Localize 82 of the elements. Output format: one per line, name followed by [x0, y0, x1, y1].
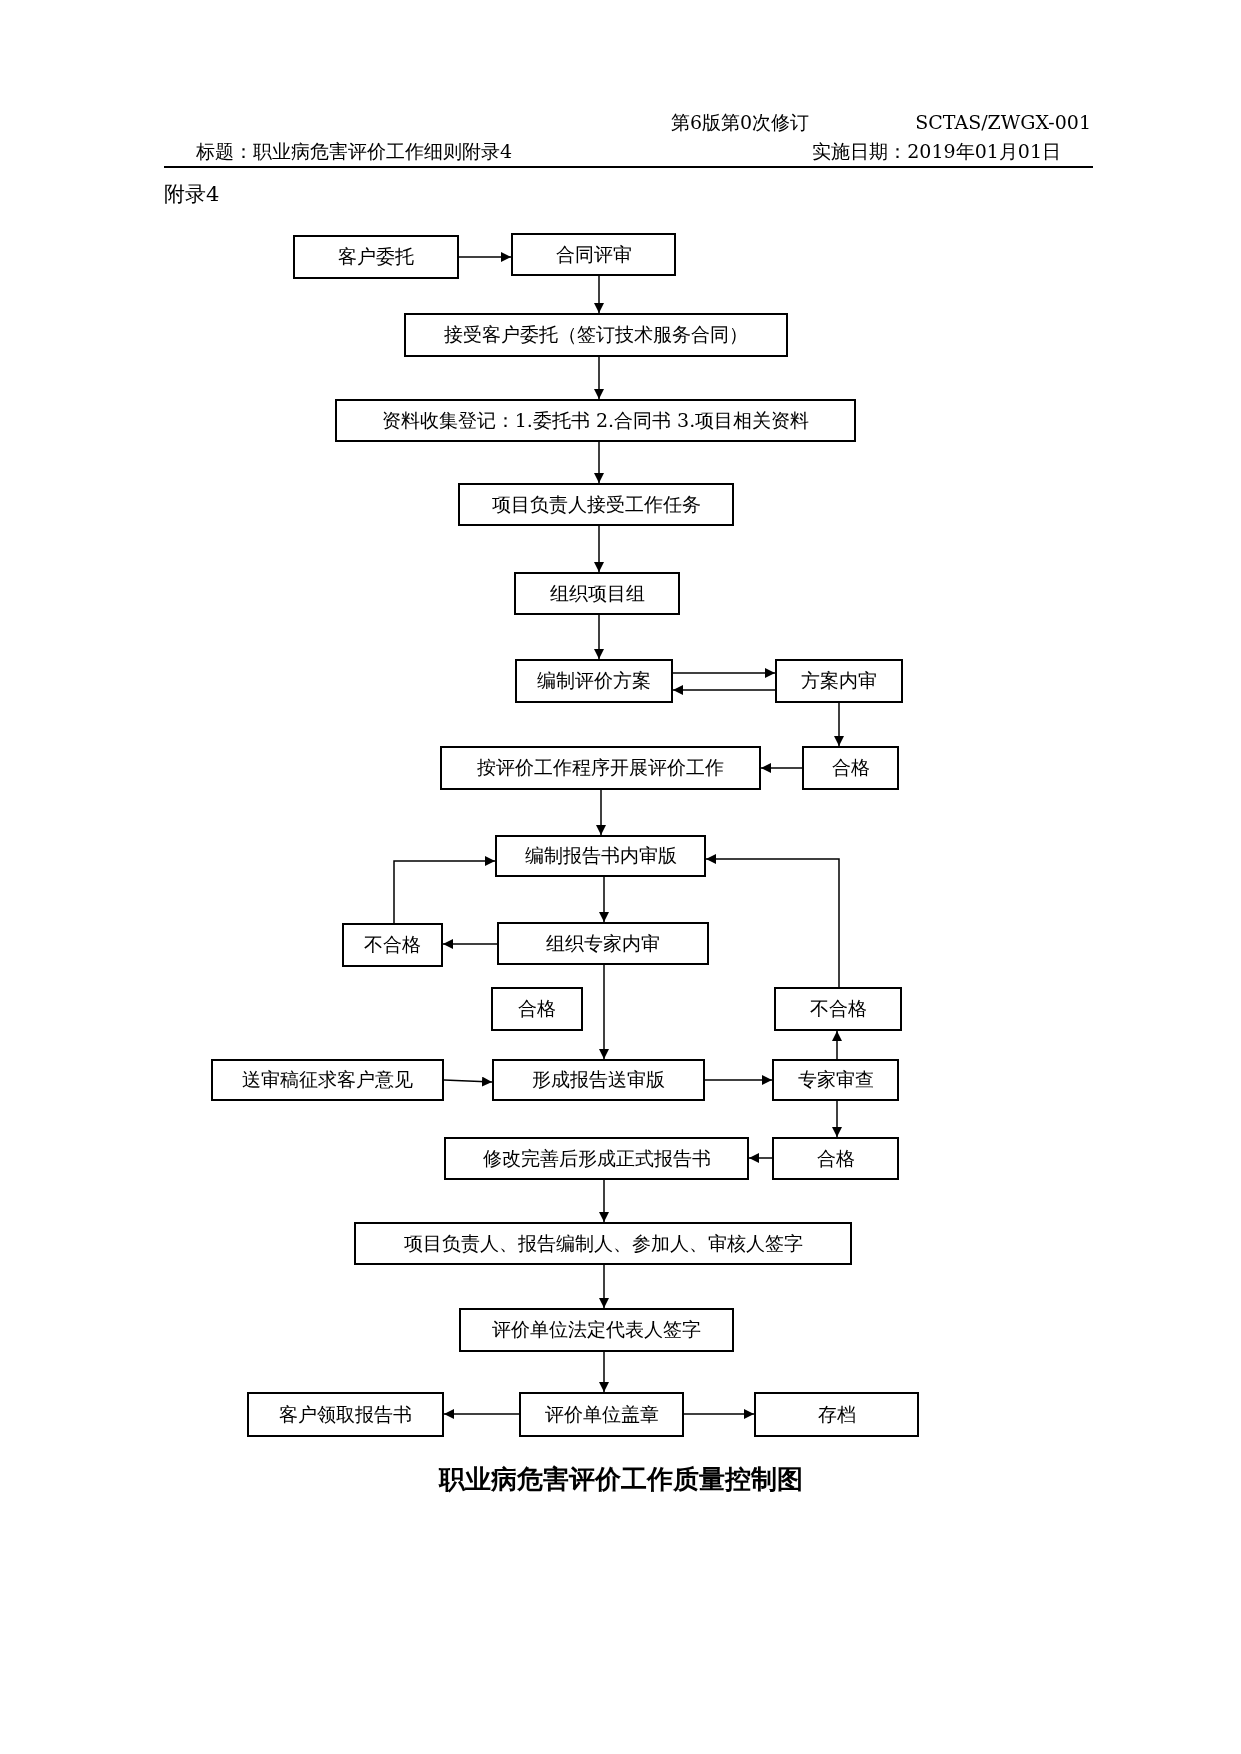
box-text: 评价单位法定代表人签字 [492, 1318, 701, 1342]
arrow [594, 614, 604, 660]
process-box [491, 987, 583, 1031]
arrow [672, 668, 776, 678]
arrow [705, 854, 840, 988]
box-text: 资料收集登记：1.委托书 2.合同书 3.项目相关资料 [381, 408, 810, 433]
effective-date: 实施日期：2019年01月01日 [812, 139, 1061, 164]
process-box [247, 1392, 444, 1437]
box-text: 组织专家内审 [546, 931, 660, 956]
arrow [596, 789, 606, 836]
process-box [515, 659, 673, 703]
box-text: 送审稿征求客户意见 [242, 1068, 413, 1092]
box-text: 形成报告送审版 [532, 1068, 665, 1092]
box-text: 组织项目组 [549, 581, 645, 606]
process-box [519, 1392, 684, 1437]
arrow [599, 876, 609, 923]
box-text: 接受客户委托（签订技术服务合同） [444, 323, 748, 347]
box-text: 评价单位盖章 [544, 1402, 659, 1427]
header-title: 标题：职业病危害评价工作细则附录4 [196, 139, 513, 164]
box-text: 不合格 [809, 997, 867, 1021]
process-box [335, 399, 856, 442]
process-box [497, 922, 709, 965]
arrow [599, 1264, 609, 1309]
box-text: 合格 [831, 756, 870, 780]
box-text: 编制报告书内审版 [524, 844, 677, 868]
box-text: 项目负责人、报告编制人、参加人、审核人签字 [403, 1231, 803, 1256]
process-box [440, 746, 761, 790]
box-text: 合格 [518, 997, 556, 1021]
box-text: 专家审查 [797, 1068, 874, 1092]
process-box [492, 1059, 705, 1101]
version-text: 第6版第0次修订 [671, 110, 810, 135]
arrow [683, 1409, 755, 1419]
appendix-label: 附录4 [164, 181, 220, 208]
process-box [772, 1059, 899, 1101]
box-text: 按评价工作程序开展评价工作 [477, 756, 724, 780]
box-text: 方案内审 [801, 669, 877, 693]
process-box [775, 659, 903, 703]
box-text: 修改完善后形成正式报告书 [482, 1146, 711, 1171]
arrow [599, 964, 609, 1060]
box-text: 合格 [816, 1146, 855, 1171]
process-box [211, 1059, 444, 1101]
arrow [832, 1030, 842, 1060]
arrow [458, 252, 512, 262]
box-text: 编制评价方案 [537, 669, 651, 693]
process-box [293, 235, 459, 279]
box-text: 项目负责人接受工作任务 [491, 492, 701, 517]
process-box [354, 1222, 852, 1265]
process-box [802, 746, 899, 790]
box-text: 客户领取报告书 [279, 1402, 412, 1427]
arrow [442, 939, 498, 949]
arrow [599, 1179, 609, 1223]
process-box [511, 233, 676, 276]
box-text: 合同评审 [555, 242, 632, 267]
process-box [754, 1392, 919, 1437]
process-box [342, 923, 443, 967]
arrow [443, 1076, 493, 1087]
process-box [458, 483, 734, 526]
diagram-title: 职业病危害评价工作质量控制图 [437, 1463, 804, 1496]
arrow [834, 702, 844, 747]
process-box [514, 572, 680, 615]
document-code: SCTAS/ZWGX-001 [915, 110, 1091, 135]
arrow [760, 763, 803, 773]
process-box [444, 1137, 749, 1180]
process-box [772, 1137, 899, 1180]
process-box [404, 313, 788, 357]
box-text: 不合格 [364, 933, 421, 957]
arrow [672, 685, 776, 695]
process-box [495, 835, 706, 877]
box-text: 存档 [817, 1402, 856, 1427]
arrow [443, 1409, 520, 1419]
arrow [594, 275, 604, 314]
arrow [594, 525, 604, 573]
arrow [594, 356, 604, 400]
arrow [599, 1351, 609, 1393]
arrow [393, 856, 496, 924]
process-box [459, 1308, 734, 1352]
box-text: 客户委托 [338, 245, 414, 269]
process-box [774, 987, 902, 1031]
arrow [748, 1153, 773, 1163]
arrow [704, 1075, 773, 1085]
arrow [832, 1100, 842, 1138]
arrow [594, 441, 604, 484]
